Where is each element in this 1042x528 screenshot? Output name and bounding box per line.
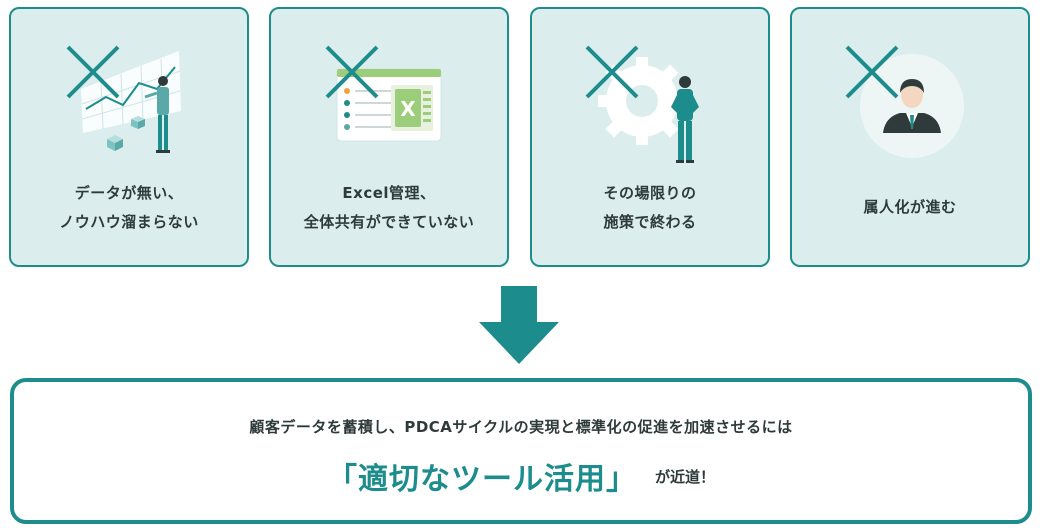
cross-icon [66, 45, 120, 99]
chart-presenter-icon [81, 51, 181, 153]
card-label-line: データが無い、 [74, 184, 184, 202]
problem-card-one-off: その場限りの 施策で終わる [530, 7, 770, 267]
card-label-line: 施策で終わる [603, 213, 697, 231]
solution-suffix: が近道！ [654, 467, 715, 486]
card-label-line: 属人化が進む [863, 198, 957, 216]
gear-person-icon [598, 57, 699, 163]
solution-box: 顧客データを蓄積し、PDCAサイクルの実現と標準化の促進を加速させるには 「適切… [10, 378, 1032, 524]
problem-card-no-data: データが無い、 ノウハウ溜まらない [9, 7, 249, 267]
solution-highlight: 「適切なツール活用」 [326, 462, 637, 497]
solution-subtitle: 顧客データを蓄積し、PDCAサイクルの実現と標準化の促進を加速させるには [249, 418, 793, 436]
card-label-line: Excel管理、 [342, 184, 436, 202]
cross-icon [325, 45, 379, 99]
card-label: データが無い、 ノウハウ溜まらない [11, 179, 247, 237]
card-label-line: 全体共有ができていない [303, 213, 475, 231]
cross-icon [845, 45, 899, 99]
card-label: その場限りの 施策で終わる [532, 179, 768, 237]
problem-card-excel: X Excel管理、 全体共有ができていない [269, 7, 509, 267]
card-label: 属人化が進む [792, 193, 1028, 222]
card-label: Excel管理、 全体共有ができていない [271, 179, 507, 237]
card-label-line: その場限りの [603, 184, 697, 202]
excel-spreadsheet-icon: X [336, 68, 442, 142]
person-avatar-icon [860, 54, 964, 158]
problem-card-siloed: 属人化が進む [790, 7, 1030, 267]
down-arrow-icon [479, 286, 559, 364]
card-label-line: ノウハウ溜まらない [59, 213, 199, 231]
solution-headline: 「適切なツール活用」が近道！ [14, 454, 1028, 498]
cross-icon [585, 45, 639, 99]
svg-text:X: X [400, 97, 416, 121]
